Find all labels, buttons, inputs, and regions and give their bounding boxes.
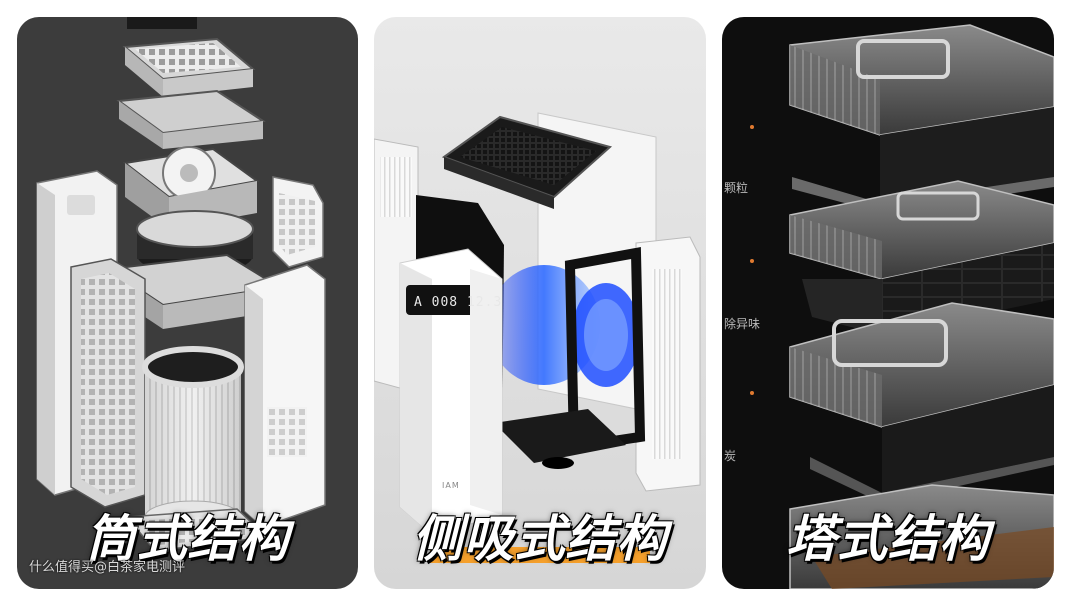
- watermark-text: 什么值得买@白茶家电测评: [29, 556, 185, 575]
- marker-dot: [750, 125, 754, 129]
- caption-area: 侧吸式结构: [374, 479, 706, 589]
- display-readout: A 008 12.3: [414, 295, 503, 310]
- side-label-particles: 颗粒: [724, 181, 749, 195]
- cylinder-structure-panel: 筒式结构 什么值得买@白茶家电测评: [17, 17, 358, 589]
- caption-highlight: [430, 547, 650, 563]
- marker-dot: [750, 391, 754, 395]
- caption-area: 塔式结构: [722, 479, 1054, 589]
- panel-caption: 塔式结构: [786, 510, 990, 568]
- side-intake-purifier-exploded-view: [374, 112, 701, 536]
- cylinder-purifier-exploded-view: [36, 17, 326, 552]
- panel-caption: 侧吸式结构: [412, 510, 668, 568]
- tower-purifier-drawers: [789, 24, 1054, 589]
- watermark-prefix: 什么值得买: [29, 560, 95, 575]
- watermark-suffix: @白茶家电测评: [94, 560, 186, 575]
- caption-area: 筒式结构: [17, 479, 358, 589]
- tower-structure-panel: 颗粒 除异味 炭 塔式结构: [722, 17, 1054, 589]
- panel-caption: 筒式结构: [85, 510, 290, 568]
- brand-logo: IAM: [442, 481, 460, 490]
- marker-dot: [750, 259, 754, 263]
- side-label-carbon: 炭: [724, 449, 737, 463]
- side-intake-structure-panel: A 008 12.3 IAM 侧吸式结构: [374, 17, 706, 589]
- side-label-odor: 除异味: [724, 317, 761, 331]
